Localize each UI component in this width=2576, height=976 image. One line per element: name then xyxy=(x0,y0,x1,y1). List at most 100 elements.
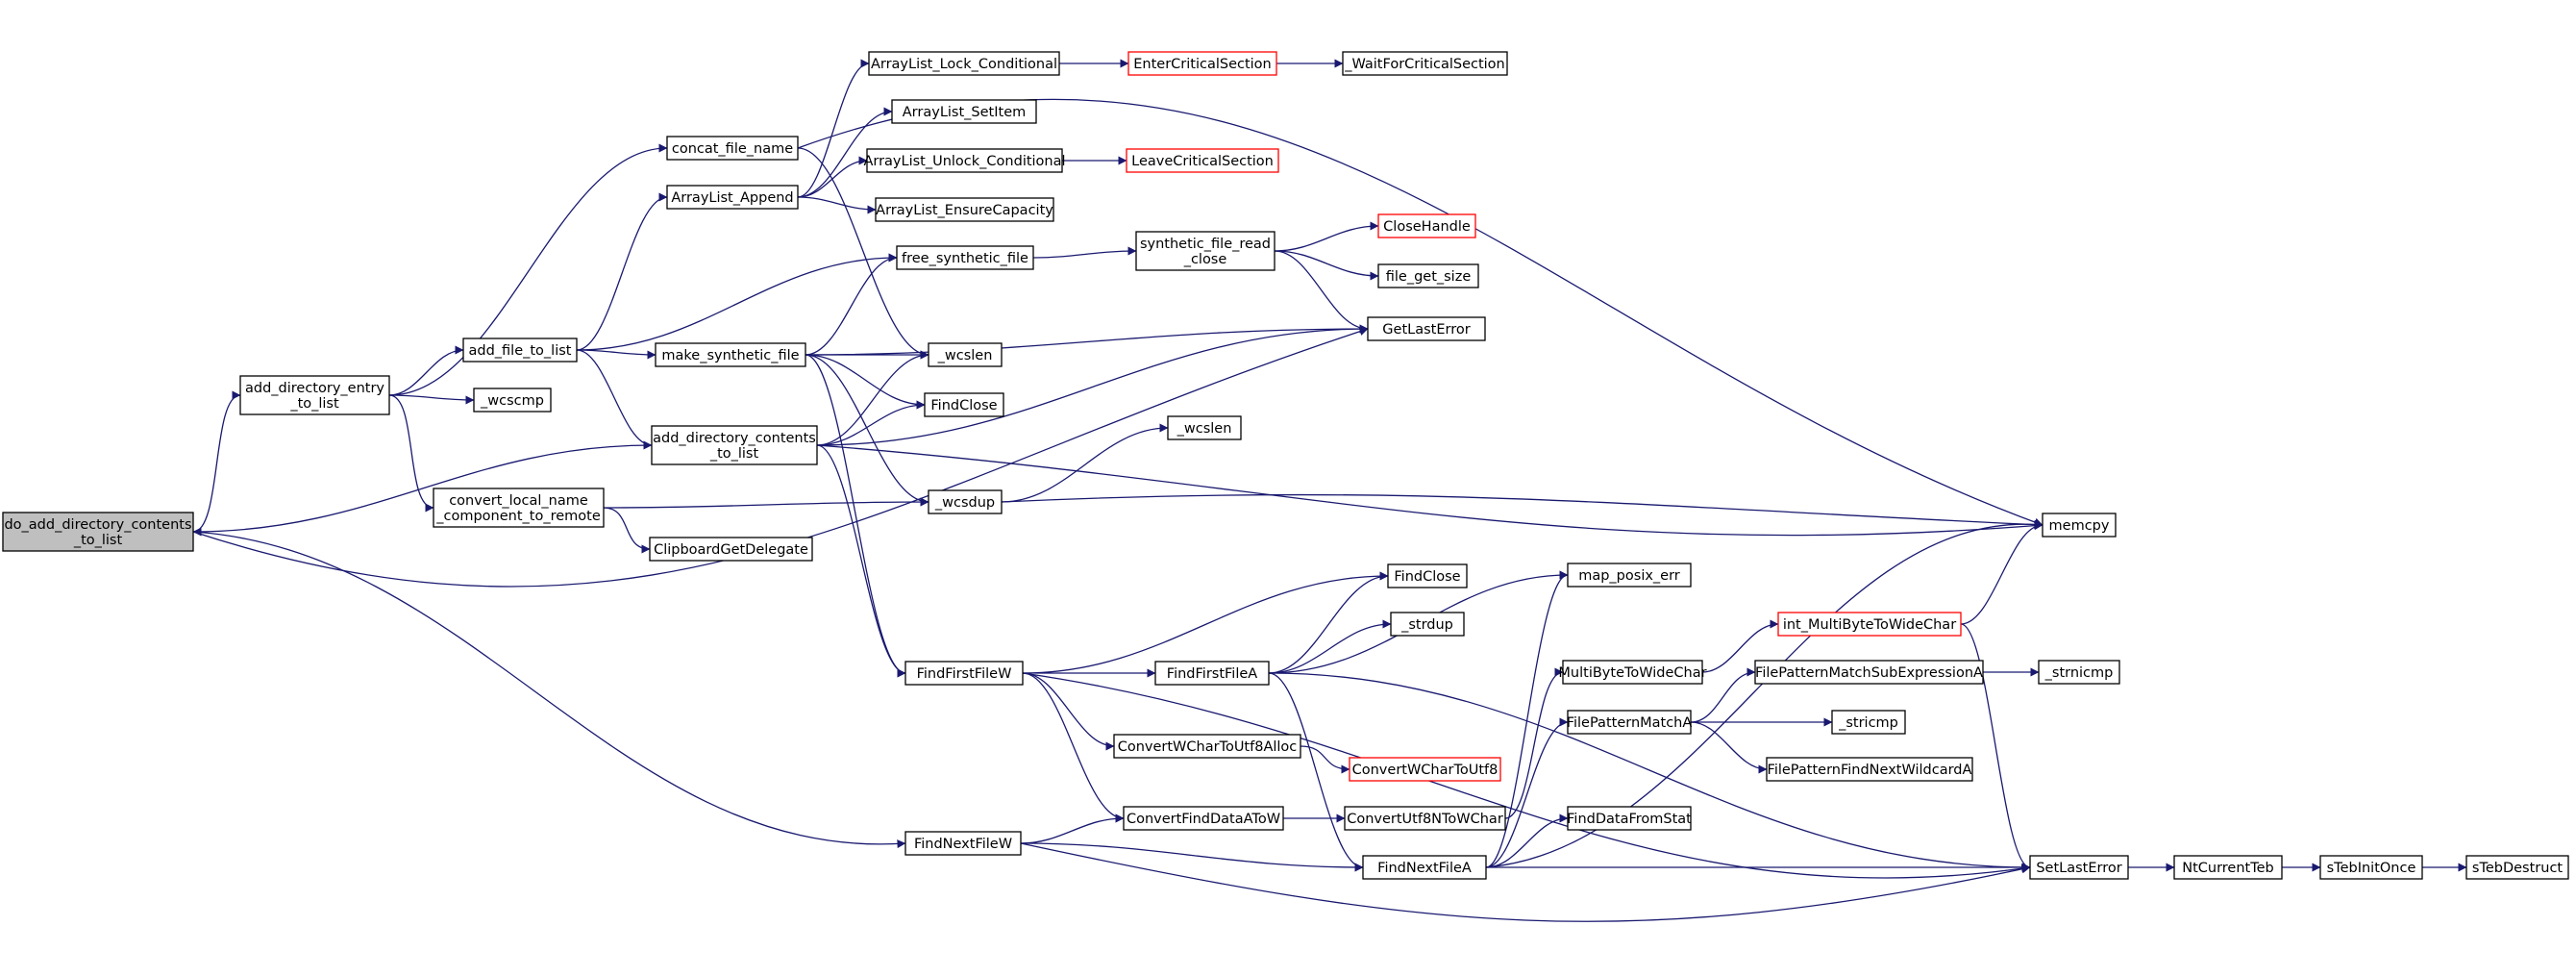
node-box[interactable] xyxy=(1344,806,1506,831)
node-add-directory-contents-to-list[interactable]: add_directory_contents_to_list xyxy=(651,425,818,465)
node-filepatternfindnextwildcarda[interactable]: FilePatternFindNextWildcardA xyxy=(1766,757,1973,782)
node-box[interactable] xyxy=(655,342,806,367)
node-file-get-size[interactable]: file_get_size xyxy=(1377,263,1479,288)
node-arraylist-unlock-conditional[interactable]: ArrayList_Unlock_Conditional xyxy=(863,148,1066,173)
node-box[interactable] xyxy=(2173,855,2283,880)
node-arraylist-append[interactable]: ArrayList_Append xyxy=(666,185,799,210)
node-box[interactable] xyxy=(891,99,1037,124)
node-convertutf8ntowchar[interactable]: ConvertUtf8NToWChar xyxy=(1344,806,1506,831)
node-add-file-to-list[interactable]: add_file_to_list xyxy=(462,338,578,363)
node-box[interactable] xyxy=(1342,51,1508,76)
node-findclose-1[interactable]: FindClose xyxy=(924,392,1004,417)
node-box[interactable] xyxy=(649,537,813,562)
node-box[interactable] xyxy=(2,512,194,552)
node-box[interactable] xyxy=(1831,710,1906,735)
node-box[interactable] xyxy=(1567,563,1692,588)
node-box[interactable] xyxy=(875,197,1054,222)
node-filepatternmatchsubexpressiona[interactable]: FilePatternMatchSubExpressionA xyxy=(1754,660,1984,685)
node-stricmp[interactable]: _stricmp xyxy=(1831,710,1906,735)
node-box[interactable] xyxy=(1390,612,1465,637)
node-box[interactable] xyxy=(1367,316,1486,341)
node-entercriticalsection[interactable]: EnterCriticalSection xyxy=(1127,51,1277,76)
node-box[interactable] xyxy=(433,488,605,528)
node-convertfinddataatow[interactable]: ConvertFindDataAToW xyxy=(1123,806,1284,831)
node-box[interactable] xyxy=(1562,660,1703,685)
node-wcscmp[interactable]: _wcscmp xyxy=(473,388,552,413)
node-box[interactable] xyxy=(1567,806,1692,831)
node-free-synthetic-file[interactable]: free_synthetic_file xyxy=(896,245,1034,270)
node-finddatafromstat[interactable]: FindDataFromStat xyxy=(1567,806,1692,831)
node-ntcurrentteb[interactable]: NtCurrentTeb xyxy=(2173,855,2283,880)
node-box[interactable] xyxy=(2042,513,2117,538)
node-memcpy[interactable]: memcpy xyxy=(2042,513,2117,538)
node-box[interactable] xyxy=(1777,612,1962,637)
node-box[interactable] xyxy=(1387,563,1468,588)
node-findfirstfilea[interactable]: FindFirstFileA xyxy=(1154,661,1270,686)
node-box[interactable] xyxy=(868,51,1060,76)
node-wcsdup[interactable]: _wcsdup xyxy=(928,489,1003,514)
node-leavecriticalsection[interactable]: LeaveCriticalSection xyxy=(1126,148,1279,173)
node-findclose-2[interactable]: FindClose xyxy=(1387,563,1468,588)
node-wcslen-1[interactable]: _wcslen xyxy=(928,342,1003,367)
node-make-synthetic-file[interactable]: make_synthetic_file xyxy=(655,342,806,367)
node-box[interactable] xyxy=(904,831,1022,856)
node-box[interactable] xyxy=(651,425,818,465)
node-arraylist-lock-conditional[interactable]: ArrayList_Lock_Conditional xyxy=(868,51,1060,76)
node-setlasterror[interactable]: SetLastError xyxy=(2029,855,2129,880)
node-closehandle[interactable]: CloseHandle xyxy=(1377,213,1476,238)
node-box[interactable] xyxy=(473,388,552,413)
node-box[interactable] xyxy=(1377,213,1476,238)
node-clipboardgetdelegate[interactable]: ClipboardGetDelegate xyxy=(649,537,813,562)
node-map-posix-err[interactable]: map_posix_err xyxy=(1567,563,1692,588)
node-filepatternmatcha[interactable]: FilePatternMatchA xyxy=(1567,710,1693,735)
node-box[interactable] xyxy=(1123,806,1284,831)
node-box[interactable] xyxy=(1754,660,1984,685)
node-box[interactable] xyxy=(1113,734,1301,759)
node-box[interactable] xyxy=(1127,51,1277,76)
node-box[interactable] xyxy=(1154,661,1270,686)
node-strdup[interactable]: _strdup xyxy=(1390,612,1465,637)
node-arraylist-ensurecapacity[interactable]: ArrayList_EnsureCapacity xyxy=(875,197,1054,222)
node-waitforcriticalsection[interactable]: _WaitForCriticalSection xyxy=(1342,51,1508,76)
node-box[interactable] xyxy=(924,392,1004,417)
node-int-multibytetowidechar[interactable]: int_MultiByteToWideChar xyxy=(1777,612,1962,637)
node-box[interactable] xyxy=(462,338,578,363)
node-box[interactable] xyxy=(1167,415,1242,440)
node-box[interactable] xyxy=(1567,710,1692,735)
node-stebinitonce[interactable]: sTebInitOnce xyxy=(2319,855,2423,880)
node-box[interactable] xyxy=(928,342,1003,367)
node-box[interactable] xyxy=(1766,757,1973,782)
node-box[interactable] xyxy=(239,375,390,415)
node-box[interactable] xyxy=(1135,231,1276,271)
node-box[interactable] xyxy=(896,245,1034,270)
node-box[interactable] xyxy=(2038,660,2120,685)
node-box[interactable] xyxy=(2029,855,2129,880)
node-concat-file-name[interactable]: concat_file_name xyxy=(666,136,799,161)
node-synthetic-file-read-close[interactable]: synthetic_file_read_close xyxy=(1135,231,1276,271)
node-box[interactable] xyxy=(666,185,799,210)
node-convertwchartoutf8alloc[interactable]: ConvertWCharToUtf8Alloc xyxy=(1113,734,1301,759)
node-stebdestruct[interactable]: sTebDestruct xyxy=(2465,855,2569,880)
node-convertwchartoutf8[interactable]: ConvertWCharToUtf8 xyxy=(1349,757,1501,782)
node-strnicmp[interactable]: _strnicmp xyxy=(2038,660,2120,685)
node-box[interactable] xyxy=(2465,855,2569,880)
node-findnextfilea[interactable]: FindNextFileA xyxy=(1362,855,1487,880)
node-box[interactable] xyxy=(928,489,1003,514)
node-box[interactable] xyxy=(666,136,799,161)
node-box[interactable] xyxy=(1362,855,1487,880)
node-do-add-directory-contents-to-list[interactable]: do_add_directory_contents_to_list xyxy=(2,512,194,552)
node-box[interactable] xyxy=(866,148,1063,173)
node-findfirstfilew[interactable]: FindFirstFileW xyxy=(904,661,1024,686)
node-box[interactable] xyxy=(1349,757,1501,782)
node-add-directory-entry-to-list[interactable]: add_directory_entry_to_list xyxy=(239,375,390,415)
node-arraylist-setitem[interactable]: ArrayList_SetItem xyxy=(891,99,1037,124)
node-box[interactable] xyxy=(1377,263,1479,288)
node-convert-local-name-component-to-remote[interactable]: convert_local_name_component_to_remote xyxy=(433,488,605,528)
node-box[interactable] xyxy=(904,661,1024,686)
node-findnextfilew[interactable]: FindNextFileW xyxy=(904,831,1022,856)
node-wcslen-2[interactable]: _wcslen xyxy=(1167,415,1242,440)
node-box[interactable] xyxy=(2319,855,2423,880)
node-box[interactable] xyxy=(1126,148,1279,173)
node-getlasterror[interactable]: GetLastError xyxy=(1367,316,1486,341)
node-multibytetowidechar[interactable]: MultiByteToWideChar xyxy=(1558,660,1707,685)
